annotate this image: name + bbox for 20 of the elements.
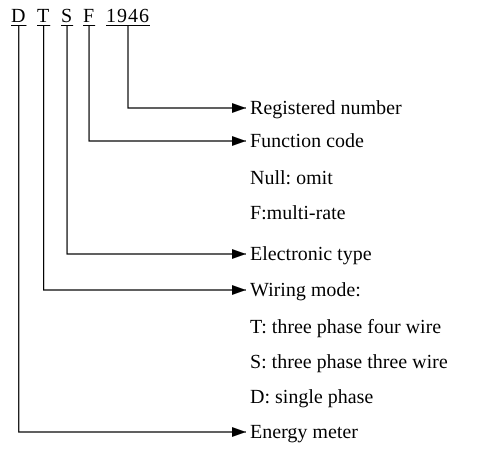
arrow [66, 26, 246, 259]
option-text: D: single phase [250, 387, 374, 407]
target-label: Wiring mode: [250, 280, 361, 300]
arrow [127, 26, 246, 113]
code-letter: D [11, 6, 26, 26]
option-text: F:multi-rate [250, 203, 346, 223]
arrow [18, 26, 246, 437]
code-letter: S [61, 6, 74, 26]
code-letter: T [37, 6, 50, 26]
target-label: Registered number [250, 98, 402, 118]
code-letter: 1946 [106, 6, 150, 26]
target-label: Electronic type [250, 244, 372, 264]
option-text: Null: omit [250, 168, 333, 188]
arrow [88, 26, 246, 146]
arrow [43, 26, 246, 295]
target-label: Energy meter [250, 422, 358, 442]
option-text: S: three phase three wire [250, 352, 448, 372]
code-letter: F [83, 6, 96, 26]
option-text: T: three phase four wire [250, 317, 442, 337]
target-label: Function code [250, 131, 364, 151]
